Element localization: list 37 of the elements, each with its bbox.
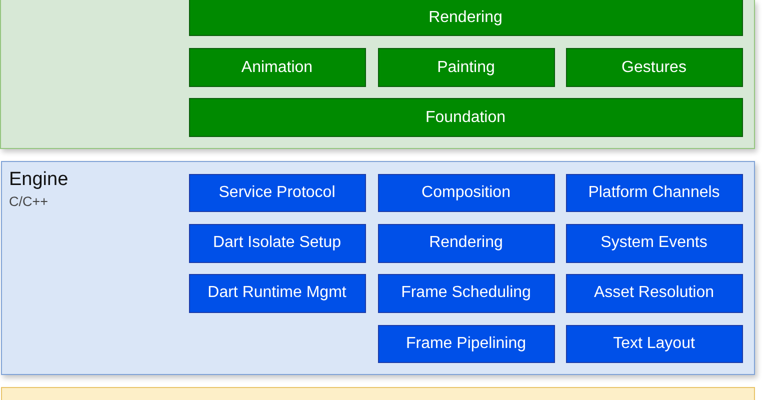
component-box <box>566 274 742 312</box>
component-box <box>566 324 742 362</box>
component-label: Rendering <box>429 234 503 252</box>
component-label: Dart Runtime Mgmt <box>208 284 346 302</box>
component-box <box>188 174 366 212</box>
component-box <box>188 48 366 87</box>
component-box <box>378 224 554 262</box>
component-box <box>188 274 366 312</box>
component-label: Dart Isolate Setup <box>212 234 342 252</box>
component-label: Service Protocol <box>218 184 336 202</box>
component-label: Platform Channels <box>588 184 720 202</box>
layer-panel <box>0 0 755 149</box>
component-box <box>378 274 554 312</box>
component-label: Frame Scheduling <box>401 284 531 302</box>
component-box <box>566 48 742 87</box>
component-label: System Events <box>600 234 708 252</box>
component-label: Frame Pipelining <box>406 334 526 352</box>
component-label: Foundation <box>425 108 506 126</box>
component-label: Composition <box>422 184 510 202</box>
layer-panel <box>1 161 755 375</box>
component-label: Rendering <box>428 8 502 26</box>
component-label: Text Layout <box>613 334 695 352</box>
panel-heading: Engine <box>9 169 68 191</box>
layer-panel <box>1 387 755 400</box>
component-box <box>566 224 742 262</box>
component-box <box>566 174 742 212</box>
component-label: Gestures <box>622 58 686 76</box>
component-box <box>188 0 742 36</box>
component-label: Painting <box>437 58 495 76</box>
component-box <box>378 324 554 362</box>
component-box <box>378 174 554 212</box>
component-box <box>188 224 366 262</box>
component-box <box>378 48 554 87</box>
component-label: Asset Resolution <box>594 284 714 302</box>
component-box <box>188 98 742 137</box>
panel-subheading: C/C++ <box>9 194 48 209</box>
component-label: Animation <box>241 58 313 76</box>
